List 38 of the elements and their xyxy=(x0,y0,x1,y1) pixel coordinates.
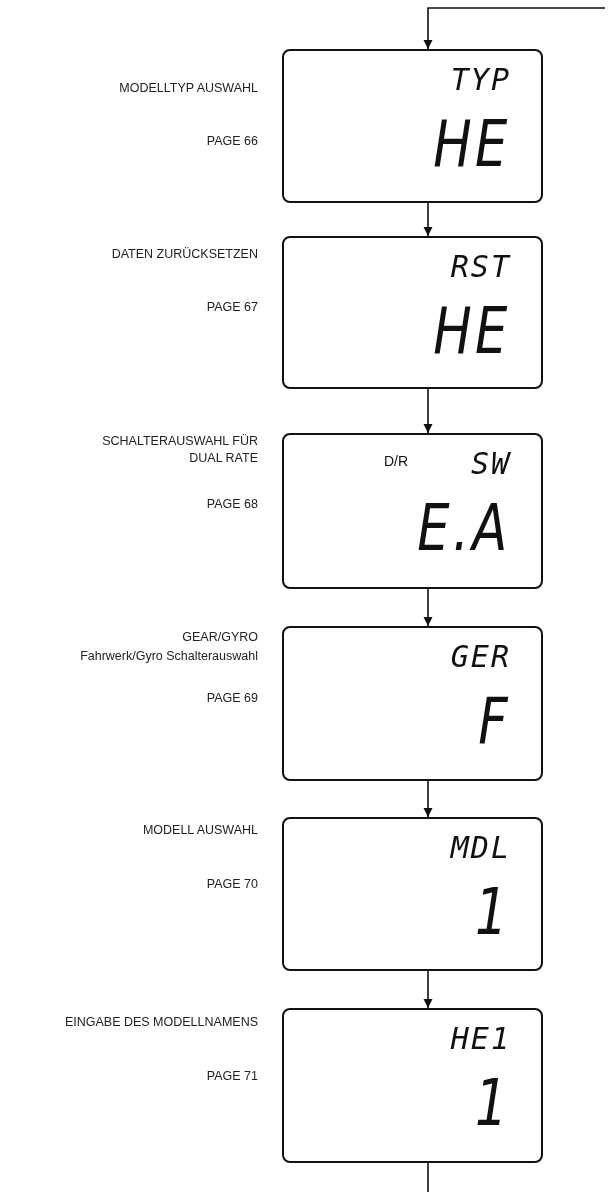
display-value-text: F xyxy=(478,686,511,756)
lcd-display-box xyxy=(282,236,543,389)
display-mode-text: MDL xyxy=(450,831,511,865)
lcd-display-box xyxy=(282,433,543,589)
lcd-display-box xyxy=(282,626,543,781)
arrow xyxy=(423,588,433,627)
caption-text: DATEN ZURÜCKSETZEN xyxy=(111,246,258,263)
lcd-display-box xyxy=(282,49,543,203)
display-mode-text: RST xyxy=(450,250,511,284)
arrow xyxy=(423,7,606,50)
caption-text: EINGABE DES MODELLNAMENS xyxy=(64,1014,258,1031)
arrow xyxy=(423,780,433,818)
display-indicator-text: D/R xyxy=(384,453,409,469)
display-value-text: HE xyxy=(433,109,511,179)
caption-text: GEAR/GYRO xyxy=(182,629,258,646)
arrow xyxy=(423,202,433,237)
display-mode-text: HE1 xyxy=(450,1022,511,1056)
arrow xyxy=(423,970,433,1009)
caption-text: PAGE 66 xyxy=(206,133,258,150)
caption-text: PAGE 69 xyxy=(206,690,258,707)
display-value-text: E.A xyxy=(417,493,511,563)
caption-text: MODELL AUSWAHL xyxy=(142,822,258,839)
caption-text: PAGE 68 xyxy=(206,496,258,513)
arrow xyxy=(423,388,433,434)
caption-text: MODELLTYP AUSWAHL xyxy=(119,80,258,97)
display-value-text: HE xyxy=(433,296,511,366)
caption-text: PAGE 67 xyxy=(206,299,258,316)
caption-text: Fahrwerk/Gyro Schalterauswahl xyxy=(80,648,258,665)
display-value-text: 1 xyxy=(475,877,511,947)
display-mode-text: TYP xyxy=(450,63,511,97)
display-mode-text: GER xyxy=(450,640,511,674)
caption-text: PAGE 71 xyxy=(206,1068,258,1085)
display-mode-text: SW xyxy=(470,447,511,481)
lcd-display-box xyxy=(282,817,543,971)
caption-text: PAGE 70 xyxy=(206,876,258,893)
display-value-text: 1 xyxy=(475,1068,511,1138)
lcd-display-box xyxy=(282,1008,543,1163)
caption-text: SCHALTERAUSWAHL FÜR DUAL RATE xyxy=(101,433,258,467)
